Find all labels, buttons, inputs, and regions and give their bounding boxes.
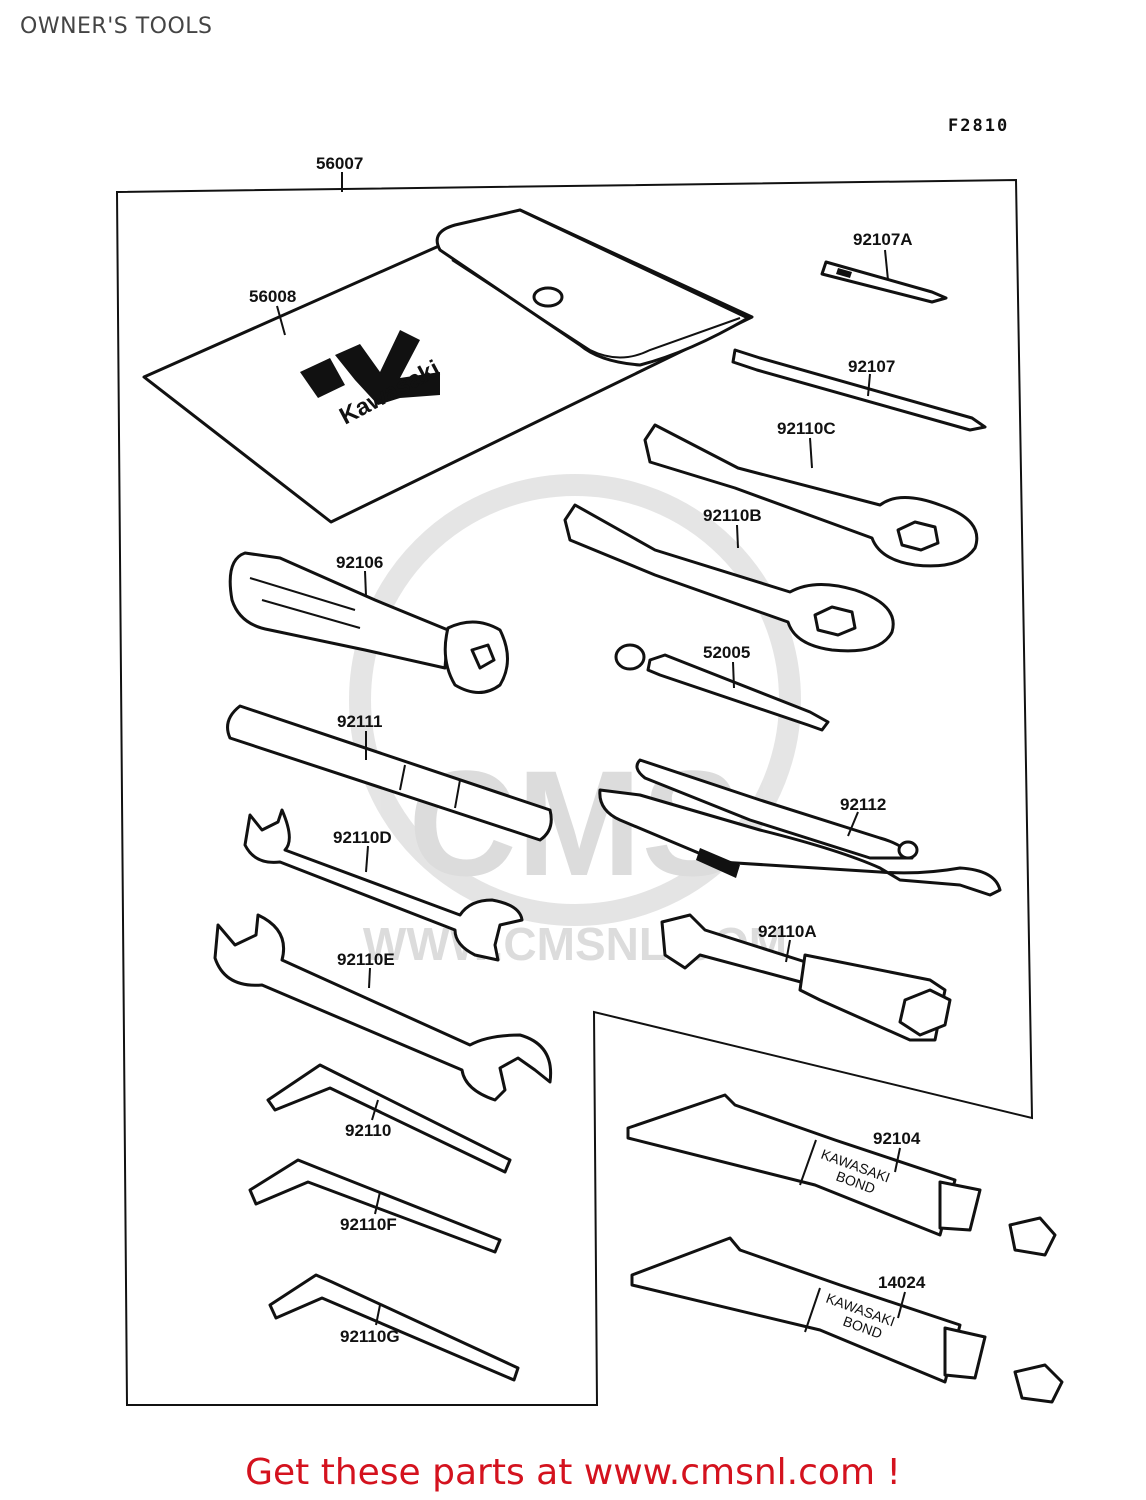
pliers-92112 <box>598 758 1002 897</box>
tool-pouch: Kawasaki <box>142 208 754 524</box>
label-92104: 92104 <box>873 1129 921 1148</box>
label-92110c: 92110C <box>777 419 836 438</box>
label-56007: 56007 <box>316 154 363 173</box>
bond-tube-92104: KAWASAKI BOND <box>626 1093 1057 1257</box>
extension-bar-52005 <box>614 643 830 732</box>
label-92107: 92107 <box>848 357 895 376</box>
label-92112: 92112 <box>840 795 886 814</box>
handle-bar-92111 <box>226 704 553 842</box>
screwdriver-bit-92107a <box>820 260 948 304</box>
screwdriver-handle-92106 <box>228 551 509 694</box>
page-title: OWNER'S TOOLS <box>20 14 213 39</box>
hex-key-92110g <box>268 1273 520 1382</box>
label-92110a: 92110A <box>758 922 817 941</box>
cmsnl-link-banner[interactable]: Get these parts at www.cmsnl.com ! <box>245 1452 901 1493</box>
screwdriver-bit-92107 <box>731 348 987 432</box>
parts-diagram: CMS WWW.CMSNL.COM F2810 56007 Kawasaki 5… <box>115 116 1064 1406</box>
open-wrench-92110e <box>213 913 553 1102</box>
plug-wrench-92110a <box>660 913 952 1042</box>
box-wrench-92110b <box>563 503 895 653</box>
label-92111: 92111 <box>337 712 382 731</box>
hex-key-92110f <box>248 1158 502 1254</box>
bond-tube-14024: KAWASAKI BOND <box>630 1236 1064 1404</box>
label-92110d: 92110D <box>333 828 392 847</box>
figure-code: F2810 <box>948 116 1009 136</box>
label-14024: 14024 <box>878 1273 926 1292</box>
toolkit-frame <box>115 178 1034 1406</box>
label-52005: 52005 <box>703 643 750 662</box>
cms-watermark: CMS WWW.CMSNL.COM <box>349 474 801 970</box>
hex-key-92110 <box>266 1063 512 1174</box>
label-92107a: 92107A <box>853 230 913 249</box>
label-92110: 92110 <box>345 1121 391 1140</box>
box-wrench-92110c <box>643 423 979 568</box>
label-92106: 92106 <box>336 553 383 572</box>
label-56008: 56008 <box>249 287 296 306</box>
label-92110g: 92110G <box>340 1327 400 1346</box>
label-92110f: 92110F <box>340 1215 397 1234</box>
label-92110e: 92110E <box>337 950 395 969</box>
open-wrench-92110d <box>243 808 524 962</box>
label-92110b: 92110B <box>703 506 762 525</box>
